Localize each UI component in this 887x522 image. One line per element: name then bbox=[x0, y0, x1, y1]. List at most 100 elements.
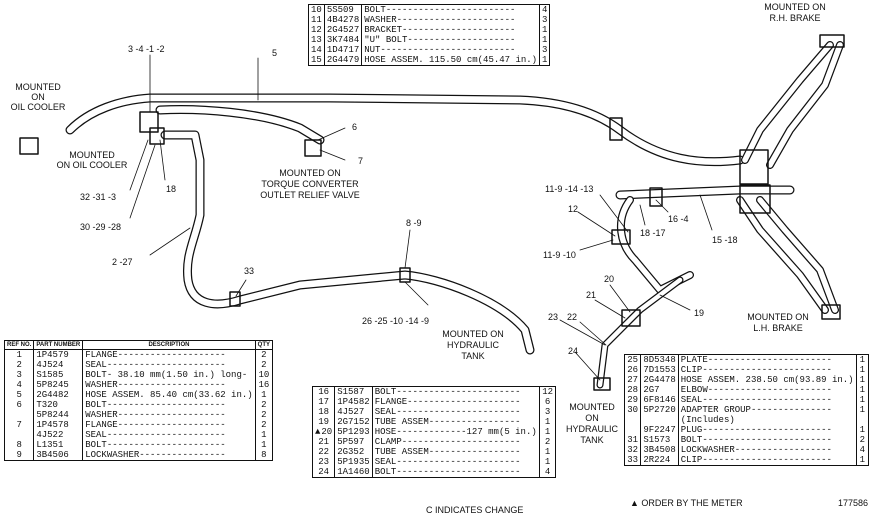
ref-label: 26 -25 -10 -14 -9 bbox=[362, 316, 429, 326]
cell-part: 4J524 bbox=[33, 360, 84, 370]
cell-desc: BOLT----------------------- bbox=[374, 387, 521, 397]
cell-qty: 1 bbox=[539, 55, 550, 66]
hose-lower-loop bbox=[160, 130, 535, 355]
cell-part: 3B4508 bbox=[640, 445, 679, 455]
callout-line: MOUNTED ON bbox=[279, 168, 341, 178]
hose-second-upper bbox=[155, 105, 325, 145]
cell-qty: 1 bbox=[539, 457, 556, 467]
cell-qty: 2 bbox=[254, 410, 273, 420]
cell-qty: 16 bbox=[254, 380, 273, 390]
cell-ref: 3 bbox=[4, 370, 35, 380]
cell-part: 2G4478 bbox=[640, 375, 679, 385]
ref-label: 8 -9 bbox=[406, 218, 422, 228]
hose-main-upper bbox=[65, 93, 745, 167]
callout-line: MOUNTED ON bbox=[764, 2, 826, 12]
cell-part: 4B4278 bbox=[324, 15, 363, 25]
cell-ref: 22 bbox=[312, 447, 336, 457]
cell-ref: 33 bbox=[624, 455, 642, 466]
cell-desc: HOSE-------------127 mm(5 in.) bbox=[374, 427, 537, 437]
cell-ref: 11 bbox=[308, 15, 325, 25]
callout-mounted-oil-cooler-1: MOUNTED ON OIL COOLER bbox=[11, 82, 66, 112]
ref-label: 16 -4 bbox=[668, 214, 689, 224]
callout-line: MOUNTED bbox=[69, 150, 115, 160]
cell-ref: 26 bbox=[624, 365, 642, 375]
cell-part: 5P8244 bbox=[33, 410, 84, 420]
cell-ref bbox=[624, 425, 642, 435]
cell-desc: BOLT---------------------- bbox=[85, 400, 226, 410]
cell-qty: 4 bbox=[855, 445, 869, 455]
ref-label: 5 bbox=[272, 48, 277, 58]
cell-desc: WASHER-------------------- bbox=[85, 380, 226, 390]
cell-desc: FLANGE--------------------- bbox=[374, 397, 521, 407]
cell-desc: ADAPTER GROUP--------------- bbox=[680, 405, 832, 415]
callout-line: MOUNTED bbox=[569, 402, 615, 412]
callout-mounted-hyd-tank-1: MOUNTED ON HYDRAULIC TANK bbox=[442, 329, 504, 361]
cell-ref: 4 bbox=[4, 380, 35, 390]
cell-ref: 27 bbox=[624, 375, 642, 385]
cell-qty: 2 bbox=[254, 349, 273, 360]
ref-label: 18 -17 bbox=[640, 228, 666, 238]
cell-desc: BOLT- 38.10 mm(1.50 in.) long- bbox=[85, 370, 248, 380]
cell-qty: 3 bbox=[539, 407, 556, 417]
callout-line: L.H. BRAKE bbox=[753, 323, 803, 333]
fittings bbox=[19, 34, 845, 391]
callout-line: HYDRAULIC bbox=[447, 340, 500, 350]
cell-part: 6F8146 bbox=[640, 395, 679, 405]
callout-line: MOUNTED ON bbox=[747, 312, 809, 322]
cell-ref: 19 bbox=[312, 417, 336, 427]
cell-part: T320 bbox=[33, 400, 84, 410]
cell-desc: BOLT----------------------- bbox=[374, 467, 521, 477]
cell-part: 5P2720 bbox=[640, 405, 679, 415]
cell-qty: 4 bbox=[539, 467, 556, 478]
ref-label: 33 bbox=[244, 266, 254, 276]
header-part-number: PART NUMBER bbox=[33, 340, 84, 350]
cell-part: 5P1935 bbox=[334, 457, 373, 467]
cell-ref: 21 bbox=[312, 437, 336, 447]
figure-number: 177586 bbox=[838, 498, 869, 508]
cell-part: 2R224 bbox=[640, 455, 679, 466]
cell-ref: 9 bbox=[4, 450, 35, 461]
callout-line: ON OIL COOLER bbox=[57, 160, 128, 170]
ref-label: 22 bbox=[567, 312, 577, 322]
callout-mounted-rh-brake: MOUNTED ON R.H. BRAKE bbox=[764, 2, 826, 23]
cell-qty: 1 bbox=[539, 427, 556, 437]
cell-qty: 3 bbox=[539, 45, 550, 55]
cell-ref: 16 bbox=[312, 386, 336, 397]
cell-part: 9F2247 bbox=[640, 425, 679, 435]
callout-line: ON bbox=[31, 92, 45, 102]
cell-part: 1A1460 bbox=[334, 467, 373, 478]
callout-line: MOUNTED bbox=[15, 82, 61, 92]
cell-ref: 14 bbox=[308, 45, 325, 55]
cell-desc: SEAL---------------------- bbox=[85, 430, 226, 440]
cell-part: 4J527 bbox=[334, 407, 373, 417]
cell-part: 7D1553 bbox=[640, 365, 679, 375]
callout-mounted-hyd-tank-2: MOUNTED ON HYDRAULIC TANK bbox=[566, 402, 619, 445]
ref-label: 24 bbox=[568, 346, 578, 356]
header-description: DESCRIPTION bbox=[82, 340, 256, 350]
ref-label: 15 -18 bbox=[712, 235, 738, 245]
order-by-meter-marker: ▲ bbox=[315, 427, 321, 437]
ref-label: 21 bbox=[586, 290, 596, 300]
callout-line: TORQUE CONVERTER bbox=[261, 179, 359, 189]
callout-line: R.H. BRAKE bbox=[769, 13, 820, 23]
cell-desc: "U" BOLT-------------------- bbox=[364, 35, 516, 45]
cell-desc: ELBOW----------------------- bbox=[680, 385, 832, 395]
ref-label: 20 bbox=[604, 274, 614, 284]
ref-label: 32 -31 -3 bbox=[80, 192, 116, 202]
